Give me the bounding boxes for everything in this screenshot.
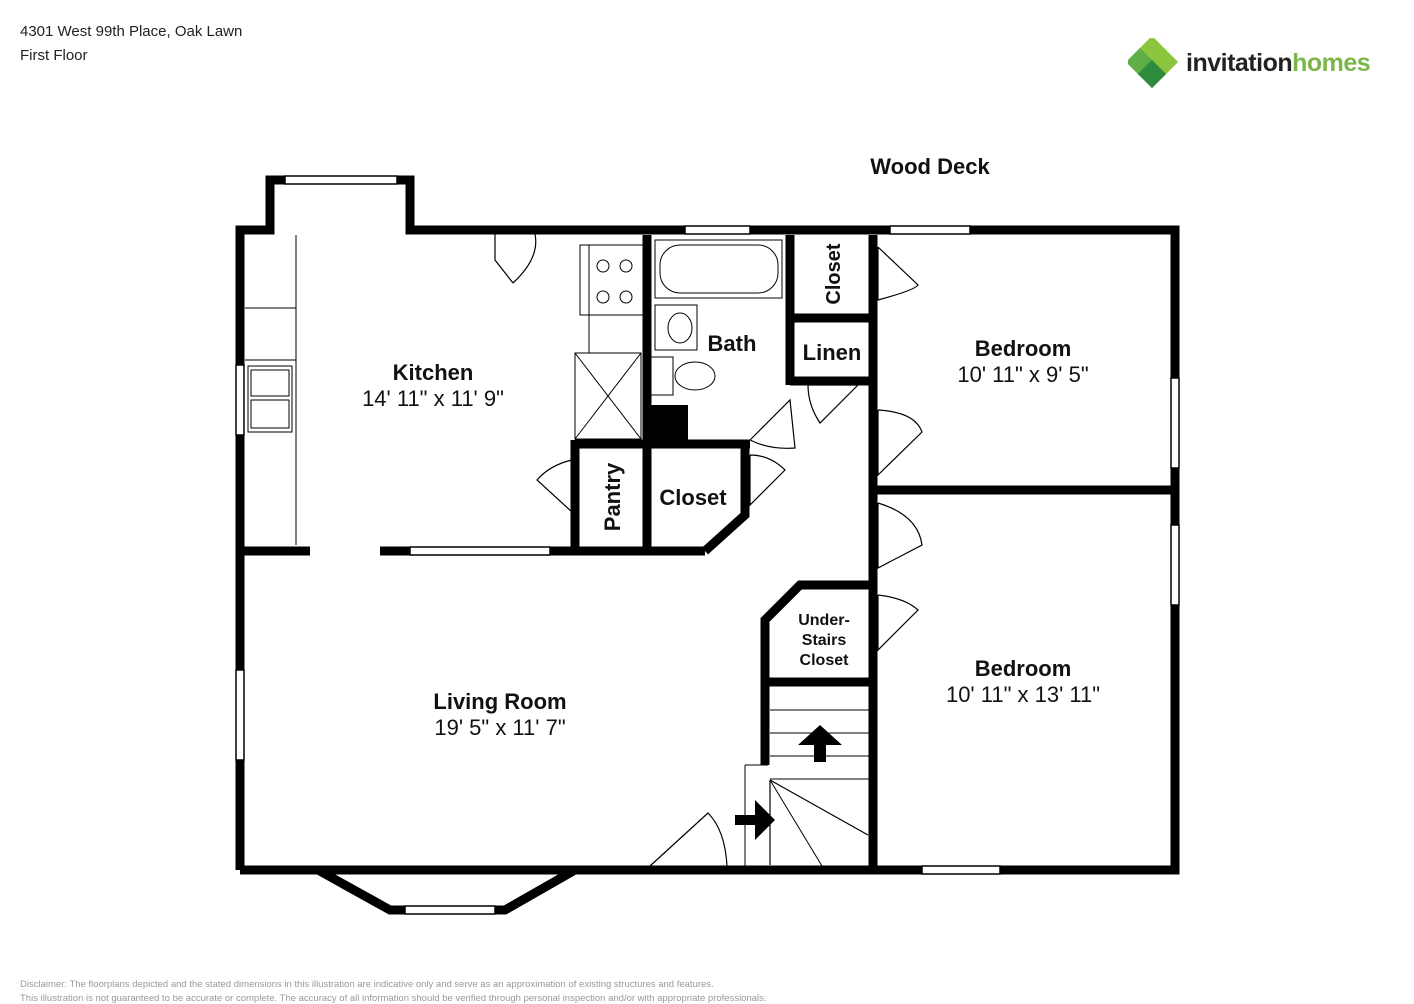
logo-text-homes: homes [1292, 48, 1371, 77]
walls [235, 175, 1180, 915]
invitation-homes-logo: invitationhomes [1128, 38, 1371, 88]
logo-text-invitation: invitation [1186, 48, 1293, 77]
under-stairs-label-1: Under- [798, 612, 850, 629]
under-stairs-label-2: Stairs [802, 632, 847, 649]
under-stairs-label-3: Closet [800, 652, 850, 669]
wood-deck-label: Wood Deck [870, 154, 990, 179]
chimney [650, 405, 688, 443]
windows [235, 175, 1180, 915]
stairs-up-arrow-icon [798, 725, 842, 762]
disclaimer-line-1: Disclaimer: The floorplans depicted and … [20, 979, 714, 990]
kitchen-label: Kitchen [393, 360, 474, 385]
bedroom-2-dims: 10' 11" x 13' 11" [946, 682, 1100, 707]
disclaimer-line-2: This illustration is not guaranteed to b… [20, 993, 767, 1004]
kitchen-dims: 14' 11" x 11' 9" [362, 386, 504, 411]
closet-label: Closet [823, 243, 845, 304]
bay-window-wall [315, 866, 578, 915]
bath-label: Bath [708, 331, 757, 356]
address: 4301 West 99th Place, Oak Lawn [20, 23, 243, 40]
floor-label: First Floor [20, 47, 88, 64]
bedroom-1-dims: 10' 11" x 9' 5" [957, 362, 1088, 387]
closet-2-label: Closet [659, 485, 727, 510]
living-room-dims: 19' 5" x 11' 7" [434, 715, 565, 740]
fixtures [245, 235, 783, 545]
pantry-label: Pantry [600, 462, 625, 531]
exterior-wall [235, 175, 1180, 875]
linen-label: Linen [803, 340, 862, 365]
logo-mark-icon [1128, 38, 1178, 88]
bedroom-1-label: Bedroom [975, 336, 1072, 361]
living-room-label: Living Room [433, 689, 566, 714]
entry-arrow-icon [735, 800, 775, 840]
bedroom-2-label: Bedroom [975, 656, 1072, 681]
